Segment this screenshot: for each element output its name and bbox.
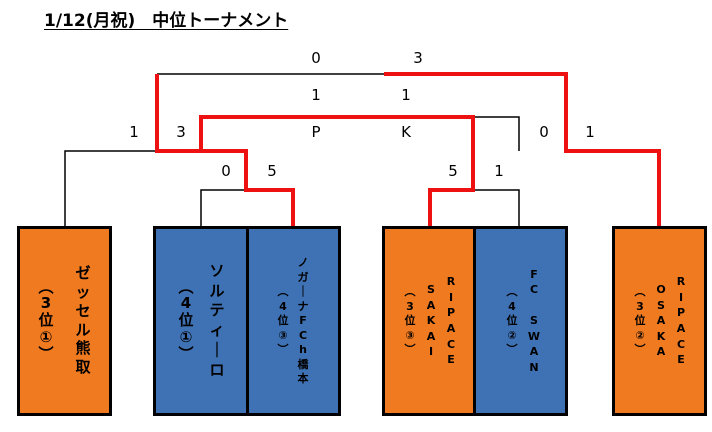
score-qf1-left: 0 (221, 162, 231, 180)
bracket-line-sf2 (472, 116, 520, 151)
score-sf-pk-right: 1 (401, 86, 411, 104)
team-name-zessel: ゼッセル熊取 (75, 264, 91, 376)
score-sf-pk-left: 1 (311, 86, 321, 104)
team-name-solti: ソルティ｜ロ (209, 261, 225, 379)
score-final-left: 0 (311, 49, 321, 67)
winner-path-osaka (384, 72, 661, 226)
score-qf2-left: 5 (448, 162, 458, 180)
score-sf2-right: 1 (585, 123, 595, 141)
score-qf1-right: 5 (267, 162, 277, 180)
score-pk-p: P (311, 123, 320, 141)
score-sf2-left: 0 (539, 123, 549, 141)
page-title: 1/12(月祝) 中位トーナメント (44, 11, 289, 31)
score-sf1-right: 3 (176, 123, 186, 141)
winner-path-nogana (199, 115, 475, 226)
bracket-line-qf2 (473, 189, 520, 226)
bracket-line-zessel (64, 150, 157, 226)
score-qf2-right: 1 (494, 162, 504, 180)
score-final-right: 3 (413, 49, 423, 67)
bracket-line-qf1 (200, 189, 246, 226)
winner-path-sakai (428, 151, 475, 226)
score-sf1-left: 1 (129, 123, 139, 141)
winner-path-final-left (155, 74, 201, 153)
score-pk-k: K (401, 123, 412, 141)
